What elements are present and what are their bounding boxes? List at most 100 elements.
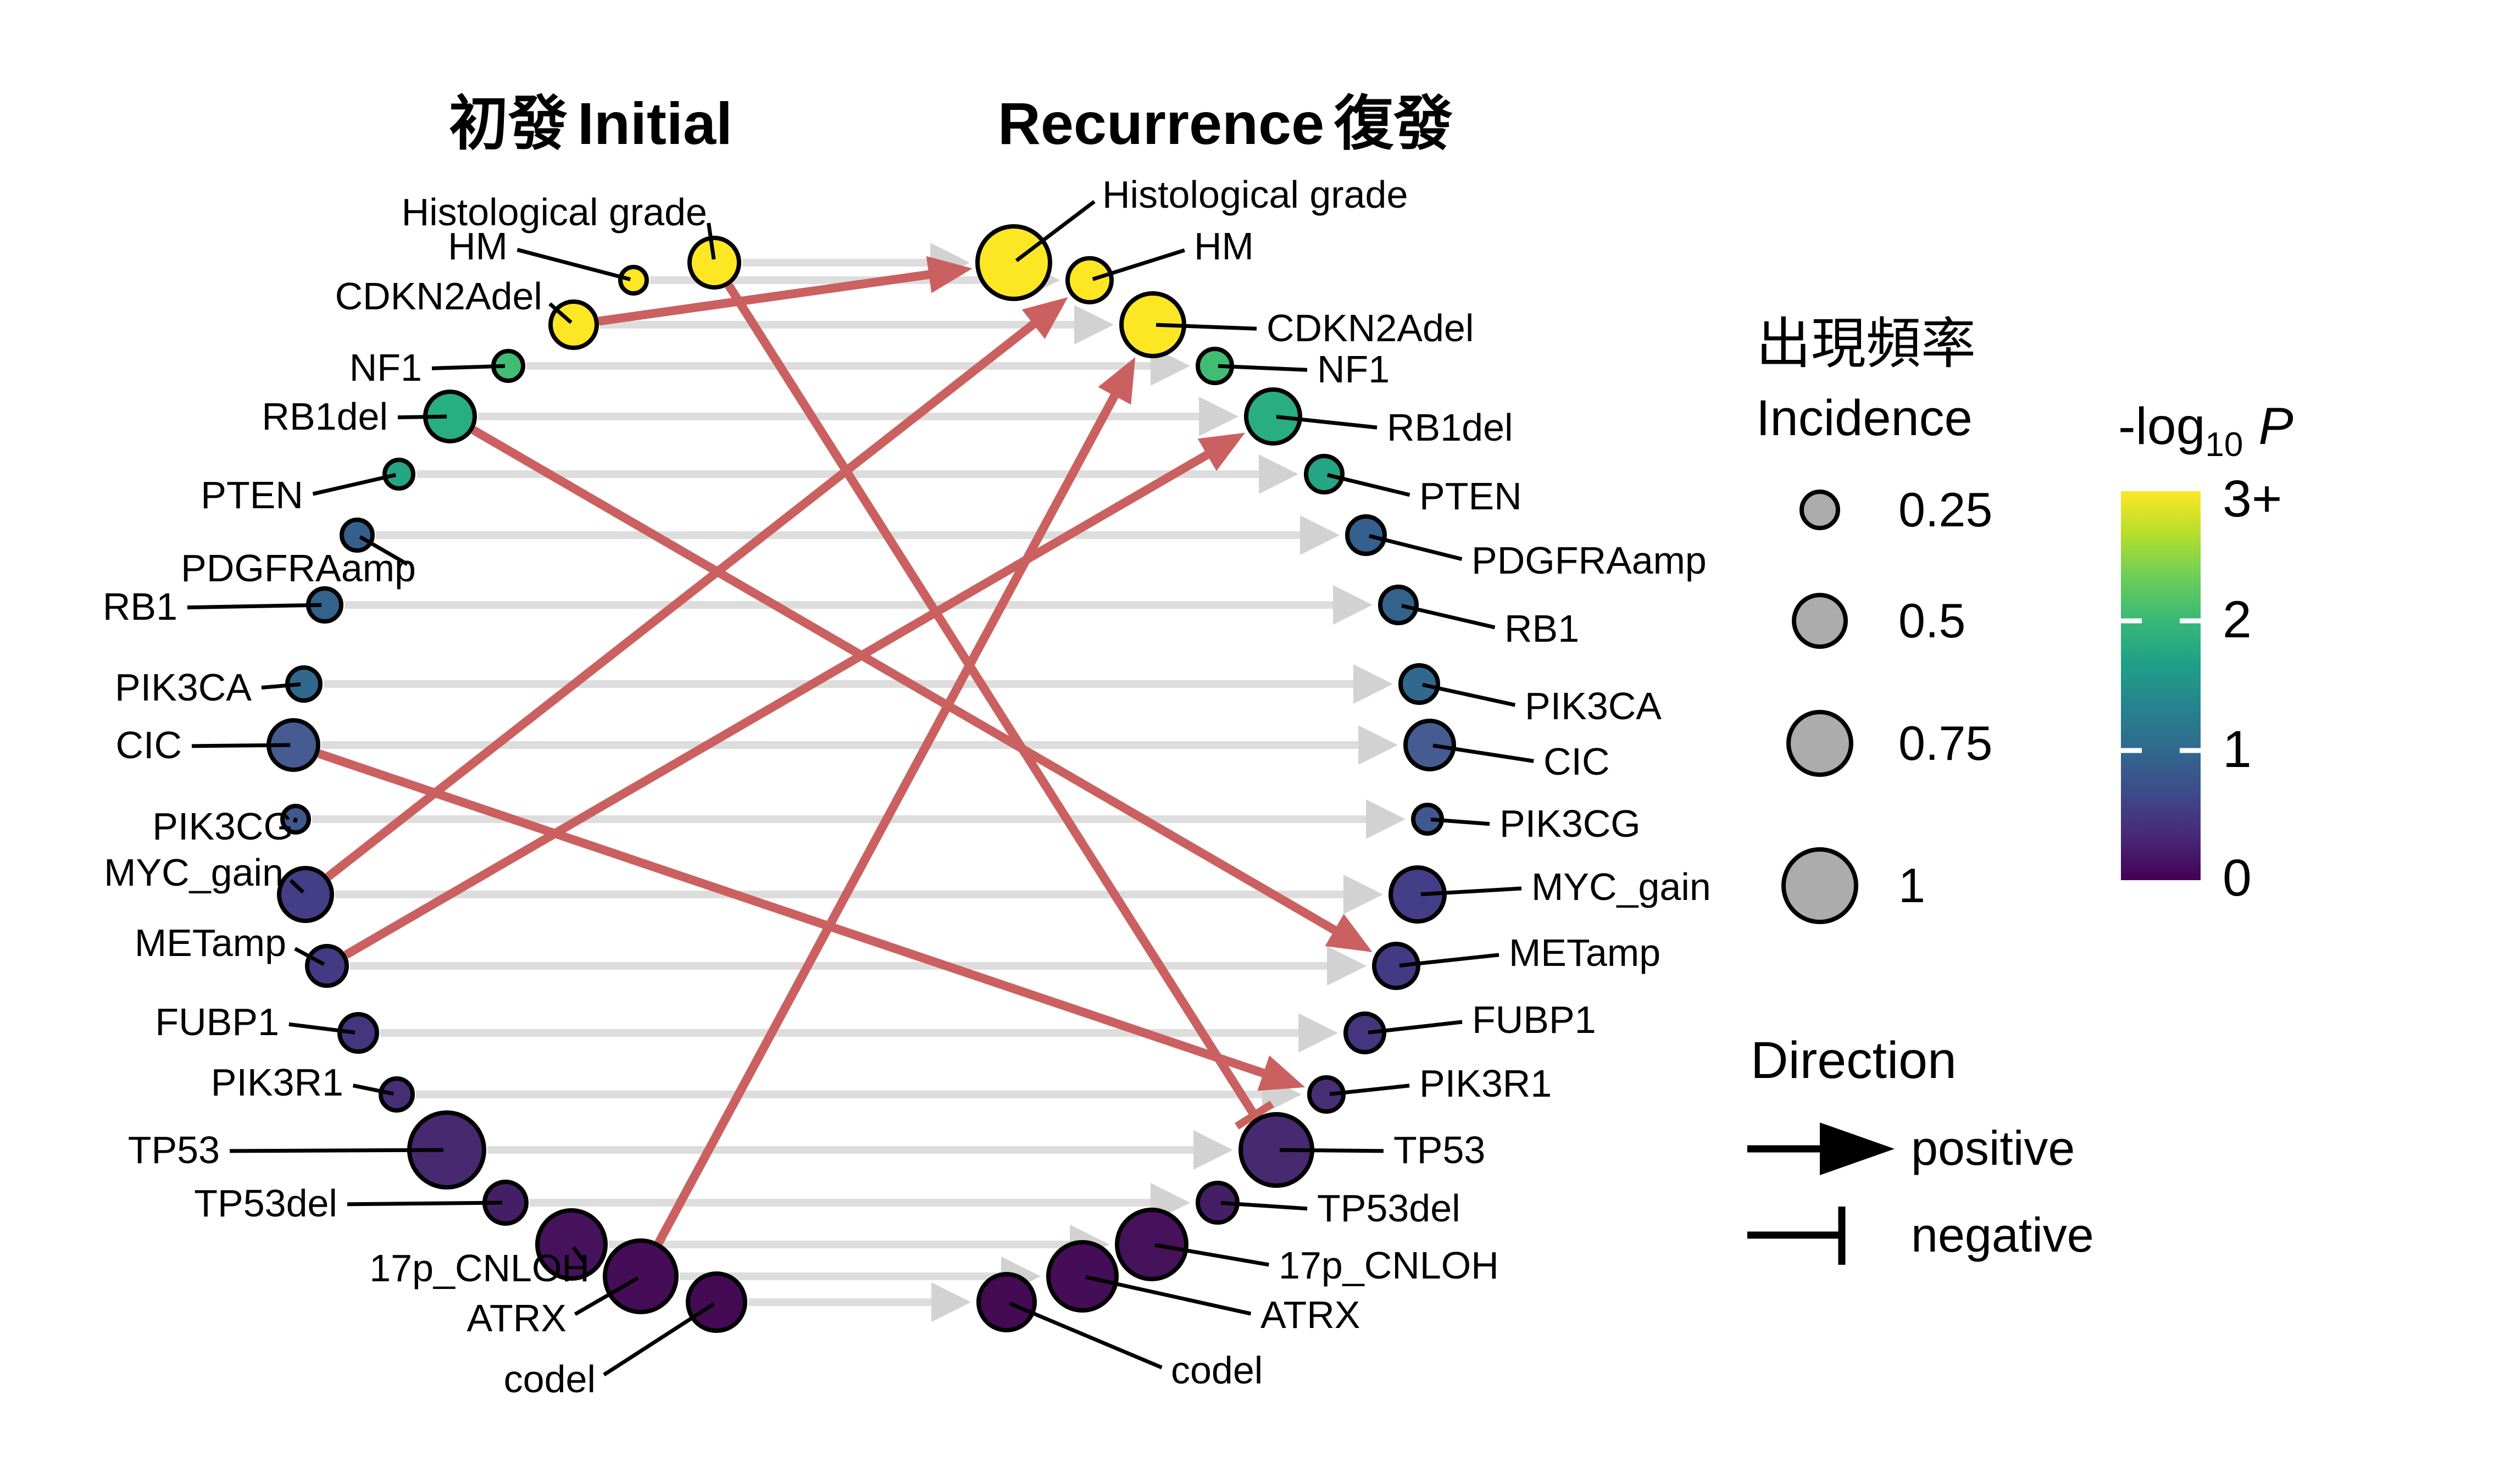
row-arrowhead-MYC_gain: [1343, 875, 1383, 914]
node-RB1-recurrence: [1378, 585, 1419, 625]
node-label-TP53del-recurrence: TP53del: [1317, 1187, 1460, 1230]
label-leader-NF1-recurrence: [1218, 364, 1308, 372]
label-leader-FUBP1-recurrence: [1368, 1020, 1463, 1035]
positive-arrow-icon: [1820, 1122, 1895, 1175]
node-ATRX-recurrence: [1046, 1240, 1119, 1313]
label-leader-PIK3CG-initial: [293, 817, 298, 823]
row-arrowhead-CDKN2Adel: [1074, 305, 1114, 344]
label-leader-TP53-initial: [229, 1148, 444, 1153]
row-arrowhead-codel: [931, 1282, 971, 1322]
node-label-RB1-initial: RB1: [103, 585, 177, 628]
row-arrowhead-CIC: [1358, 725, 1398, 765]
node-label-Histological grade-initial: Histological grade: [402, 191, 707, 234]
node-label-PIK3CG-recurrence: PIK3CG: [1499, 802, 1641, 845]
row-arrowhead-RB1: [1333, 585, 1373, 625]
node-HM-initial: [618, 265, 649, 296]
node-PDGFRAamp-recurrence: [1345, 514, 1387, 556]
node-label-METamp-initial: METamp: [135, 921, 286, 964]
label-leader-codel-recurrence: [1009, 1302, 1163, 1370]
direction-positive-key: positive: [1747, 1121, 2075, 1175]
colorbar-tick-1: 1: [2223, 720, 2252, 779]
legend-direction: Direction positive negative: [1747, 1031, 2094, 1265]
label-leader-Histological grade-initial: [707, 223, 716, 260]
node-PDGFRAamp-initial: [340, 518, 375, 553]
node-label-HM-recurrence: HM: [1194, 225, 1254, 268]
label-leader-TP53del-initial: [347, 1200, 503, 1207]
node-codel-initial: [686, 1271, 747, 1333]
edge-RB1del-to-METamp-arrowhead: [1325, 914, 1373, 952]
node-label-CDKN2Adel-recurrence: CDKN2Adel: [1267, 307, 1474, 349]
node-label-CIC-recurrence: CIC: [1543, 740, 1610, 783]
row-arrowhead-RB1del: [1199, 397, 1238, 436]
node-CIC-recurrence: [1403, 719, 1456, 771]
node-label-PIK3R1-initial: PIK3R1: [211, 1061, 343, 1104]
node-label-METamp-recurrence: METamp: [1509, 931, 1660, 974]
incidence-key-label-0.75: 0.75: [1898, 716, 1992, 770]
colorbar-tick-3+: 3+: [2223, 470, 2282, 528]
label-leader-17p_CNLOH-initial: [571, 1246, 586, 1263]
incidence-key-label-0.5: 0.5: [1898, 593, 1965, 648]
label-leader-METamp-recurrence: [1399, 953, 1499, 968]
node-17p_CNLOH-initial: [535, 1208, 608, 1281]
legend-incidence-title: Incidence: [1756, 390, 1973, 446]
colorbar-ticks: [2121, 618, 2201, 753]
incidence-key-circle-1: [1781, 847, 1858, 924]
node-FUBP1-recurrence: [1343, 1011, 1386, 1054]
node-label-PIK3CG-initial: PIK3CG: [152, 805, 293, 848]
row-arrowhead-FUBP1: [1298, 1013, 1338, 1053]
node-label-ATRX-initial: ATRX: [467, 1297, 567, 1340]
node-label-MYC_gain-initial: MYC_gain: [104, 851, 284, 894]
label-leader-PIK3CA-initial: [261, 682, 301, 690]
label-leader-METamp-initial: [294, 947, 325, 966]
edge-METamp-to-RB1del: [343, 444, 1221, 959]
label-leader-RB1-initial: [187, 603, 322, 610]
node-label-codel-initial: codel: [504, 1358, 596, 1400]
node-label-CIC-initial: CIC: [115, 724, 182, 766]
node-label-PIK3R1-recurrence: PIK3R1: [1419, 1062, 1552, 1105]
row-arrowhead-PIK3CG: [1366, 799, 1406, 839]
node-label-FUBP1-initial: FUBP1: [155, 1001, 279, 1043]
node-codel-recurrence: [976, 1272, 1037, 1332]
label-leader-codel-initial: [603, 1302, 715, 1377]
node-label-ATRX-recurrence: ATRX: [1260, 1293, 1360, 1336]
row-arrowhead-PDGFRAamp: [1300, 515, 1340, 555]
label-leader-HM-recurrence: [1092, 248, 1185, 281]
label-leader-CDKN2Adel-initial: [548, 302, 573, 324]
node-label-RB1-recurrence: RB1: [1504, 607, 1579, 650]
node-METamp-initial: [305, 944, 349, 988]
edge-CIC-to-PIK3R1-arrowhead: [1257, 1055, 1306, 1091]
colorbar: [2121, 491, 2201, 880]
edge-CDKN2Adel-to-Histological grade-arrowhead: [926, 256, 973, 293]
label-leader-PIK3CA-recurrence: [1422, 682, 1516, 707]
edge-METamp-to-RB1del-arrowhead: [1197, 432, 1245, 471]
edge-Histological grade-to-TP53-tbar: [1235, 1101, 1274, 1130]
node-label-Histological grade-recurrence: Histological grade: [1102, 173, 1408, 216]
node-HM-recurrence: [1065, 256, 1114, 304]
label-leader-Histological grade-recurrence: [1015, 200, 1096, 263]
node-label-RB1del-initial: RB1del: [262, 395, 388, 438]
row-arrowhead-PTEN: [1259, 454, 1298, 494]
node-label-PDGFRAamp-initial: PDGFRAamp: [181, 547, 416, 590]
direction-negative-label: negative: [1911, 1208, 2094, 1262]
label-leader-RB1-recurrence: [1401, 603, 1496, 630]
label-leader-FUBP1-initial: [288, 1022, 356, 1035]
label-leader-PDGFRAamp-recurrence: [1368, 534, 1463, 562]
node-label-HM-initial: HM: [448, 225, 508, 268]
label-leader-TP53del-recurrence: [1220, 1200, 1308, 1211]
node-label-FUBP1-recurrence: FUBP1: [1472, 998, 1596, 1041]
node-FUBP1-initial: [337, 1012, 379, 1054]
node-PIK3CA-recurrence: [1398, 663, 1440, 705]
row-arrows-layer: [312, 243, 1406, 1322]
node-label-PTEN-recurrence: PTEN: [1419, 475, 1522, 518]
node-Histological grade-recurrence: [975, 224, 1052, 301]
label-leader-NF1-initial: [431, 364, 506, 370]
label-leader-PTEN-initial: [312, 473, 396, 496]
label-leader-RB1del-initial: [397, 414, 447, 420]
node-label-17p_CNLOH-recurrence: 17p_CNLOH: [1279, 1244, 1499, 1287]
node-label-PIK3CA-recurrence: PIK3CA: [1525, 685, 1662, 727]
